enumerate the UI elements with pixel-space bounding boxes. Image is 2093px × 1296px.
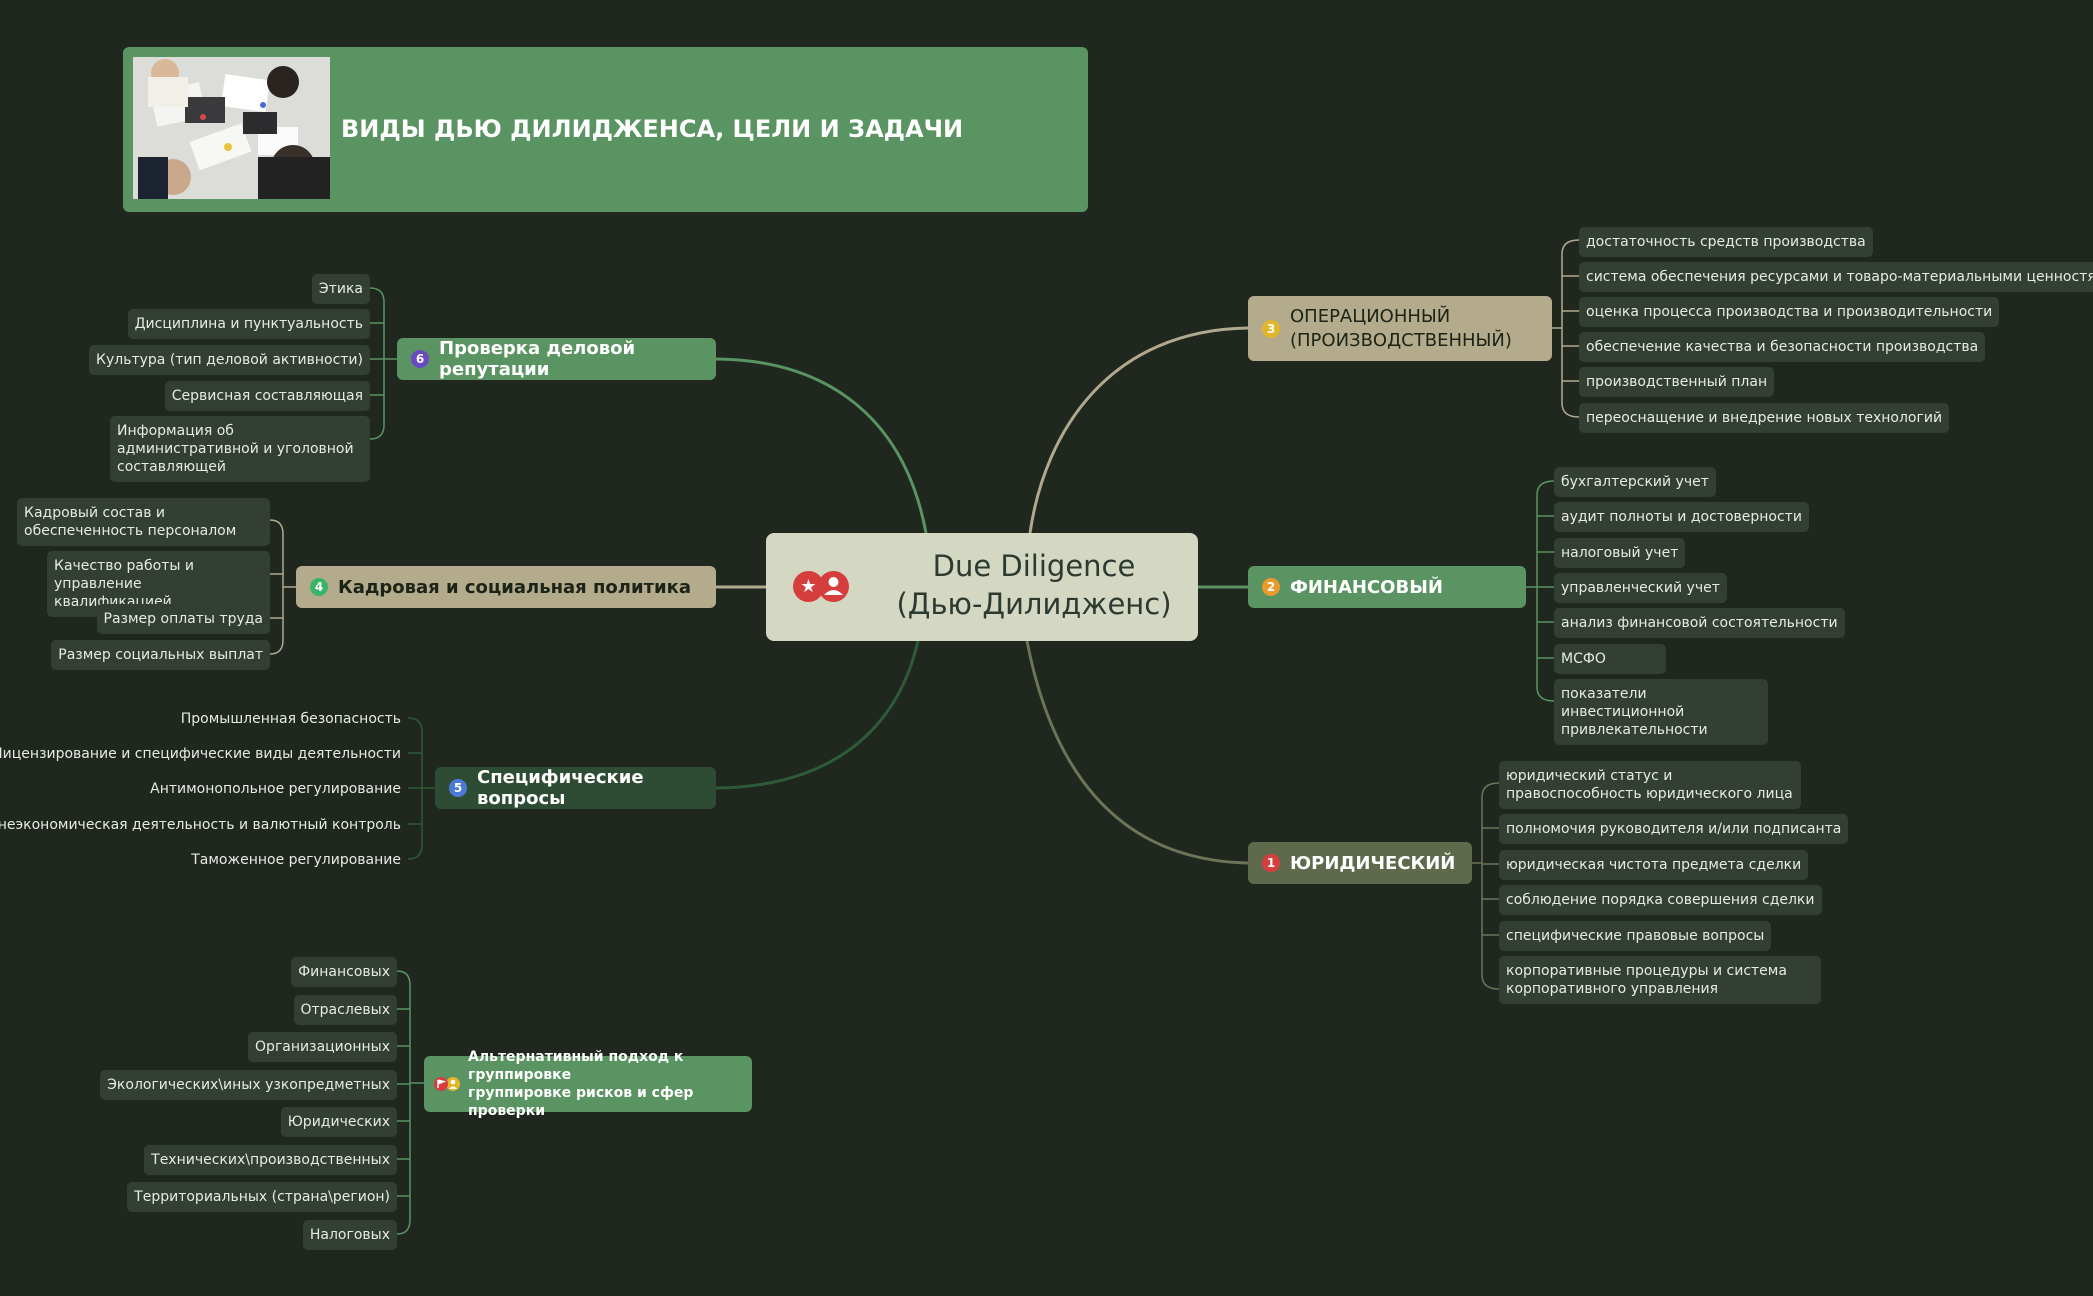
- leaf-item[interactable]: Промышленная безопасность: [180, 711, 401, 727]
- number-4-icon: 4: [310, 578, 328, 596]
- branch-operational-line2: (ПРОИЗВОДСТВЕННЫЙ): [1290, 329, 1512, 351]
- leaf-item[interactable]: специфические правовые вопросы: [1499, 921, 1772, 951]
- leaf-item[interactable]: налоговый учет: [1554, 538, 1686, 568]
- leaf-item[interactable]: система обеспечения ресурсами и товаро-м…: [1579, 262, 2093, 292]
- branch-reputation[interactable]: 6 Проверка деловой репутации: [397, 338, 716, 380]
- branch-reputation-label: Проверка деловой репутации: [439, 338, 636, 380]
- branch-legal[interactable]: 1 ЮРИДИЧЕСКИЙ: [1248, 842, 1472, 884]
- number-3-icon: 3: [1262, 319, 1280, 338]
- leaf-item[interactable]: Культура (тип деловой активности): [89, 345, 370, 375]
- leaf-item[interactable]: Таможенное регулирование: [191, 852, 401, 868]
- branch-alternative[interactable]: Альтернативный подход к группировке груп…: [424, 1049, 752, 1119]
- branch-alternative-icons: [434, 1077, 460, 1091]
- leaf-item[interactable]: юридический статус и правоспособность юр…: [1499, 761, 1801, 809]
- number-2-icon: 2: [1262, 578, 1280, 596]
- leaf-item[interactable]: Налоговых: [302, 1220, 397, 1250]
- leaf-item[interactable]: переоснащение и внедрение новых технолог…: [1579, 403, 1950, 433]
- branch-hr-label: Кадровая и социальная политика: [338, 576, 692, 598]
- leaf-item[interactable]: бухгалтерский учет: [1554, 467, 1716, 497]
- leaf-item[interactable]: соблюдение порядка совершения сделки: [1499, 885, 1822, 915]
- leaf-item[interactable]: полномочия руководителя и/или подписанта: [1499, 814, 1849, 844]
- page-title: ВИДЫ ДЬЮ ДИЛИДЖЕНСА, ЦЕЛИ И ЗАДАЧИ: [341, 115, 964, 143]
- leaf-item[interactable]: оценка процесса производства и производи…: [1579, 297, 2000, 327]
- leaf-item[interactable]: Территориальных (страна\регион): [127, 1182, 397, 1212]
- leaf-item[interactable]: достаточность средств производства: [1579, 227, 1873, 257]
- leaf-item[interactable]: Юридических: [280, 1107, 397, 1137]
- branch-alternative-label: Альтернативный подход к группировке груп…: [468, 1048, 752, 1120]
- title-photo: [133, 57, 330, 199]
- office-photo-icon: [133, 57, 330, 199]
- leaf-item[interactable]: Размер оплаты труда: [96, 604, 270, 634]
- root-title: Due Diligence (Дью-Дилидженс): [884, 547, 1184, 623]
- leaf-item[interactable]: Сервисная составляющая: [164, 381, 370, 411]
- number-1-icon: 1: [1262, 854, 1280, 872]
- leaf-item[interactable]: показатели инвестиционной привлекательно…: [1554, 679, 1768, 745]
- branch-operational-label: ОПЕРАЦИОННЫЙ (ПРОИЗВОДСТВЕННЫЙ): [1290, 305, 1512, 353]
- leaf-item[interactable]: Организационных: [248, 1032, 397, 1062]
- person-icon: [446, 1077, 460, 1091]
- people-icon: [818, 571, 849, 602]
- root-line1: Due Diligence: [932, 549, 1136, 583]
- leaf-item[interactable]: Кадровый состав и обеспеченность персона…: [17, 498, 270, 546]
- leaf-item[interactable]: Размер социальных выплат: [51, 640, 270, 670]
- leaf-item[interactable]: управленческий учет: [1554, 573, 1727, 603]
- star-icon: ★: [793, 571, 824, 602]
- leaf-item[interactable]: Дисциплина и пунктуальность: [127, 309, 370, 339]
- leaf-item[interactable]: Антимонопольное регулирование: [150, 781, 401, 797]
- leaf-item[interactable]: анализ финансовой состоятельности: [1554, 608, 1845, 638]
- flag-icon: [434, 1077, 448, 1091]
- leaf-item[interactable]: Лицензирование и специфические виды деят…: [0, 746, 401, 762]
- leaf-item[interactable]: Отраслевых: [293, 995, 397, 1025]
- leaf-item[interactable]: производственный план: [1579, 367, 1775, 397]
- leaf-item[interactable]: юридическая чистота предмета сделки: [1499, 850, 1809, 880]
- leaf-item[interactable]: корпоративные процедуры и система корпор…: [1499, 956, 1821, 1004]
- leaf-item[interactable]: Технических\производственных: [144, 1145, 397, 1175]
- number-6-icon: 6: [411, 350, 429, 368]
- leaf-item[interactable]: Информация об административной и уголовн…: [110, 416, 370, 482]
- leaf-item[interactable]: Финансовых: [291, 957, 397, 987]
- branch-financial[interactable]: 2 ФИНАНСОВЫЙ: [1248, 566, 1526, 608]
- branch-specific-label: Специфические вопросы: [477, 767, 644, 809]
- leaf-item[interactable]: Этика: [311, 274, 370, 304]
- leaf-item[interactable]: обеспечение качества и безопасности прои…: [1579, 332, 1986, 362]
- branch-legal-label: ЮРИДИЧЕСКИЙ: [1290, 852, 1456, 874]
- branch-hr[interactable]: 4 Кадровая и социальная политика: [296, 566, 716, 608]
- leaf-item[interactable]: Внешнеэкономическая деятельность и валют…: [0, 817, 401, 833]
- root-line2: (Дью-Дилидженс): [896, 587, 1172, 621]
- branch-alternative-line2: группировке рисков и сфер проверки: [468, 1085, 694, 1119]
- number-5-icon: 5: [449, 779, 467, 797]
- branch-alternative-line1: Альтернативный подход к группировке: [468, 1049, 684, 1083]
- leaf-item[interactable]: Экологических\иных узкопредметных: [100, 1070, 397, 1100]
- branch-operational-line1: ОПЕРАЦИОННЫЙ: [1290, 305, 1451, 327]
- title-card: ВИДЫ ДЬЮ ДИЛИДЖЕНСА, ЦЕЛИ И ЗАДАЧИ: [123, 47, 1088, 212]
- leaf-item[interactable]: МСФО: [1554, 644, 1666, 674]
- root-topic[interactable]: ★ Due Diligence (Дью-Дилидженс): [766, 533, 1198, 641]
- branch-financial-label: ФИНАНСОВЫЙ: [1290, 576, 1443, 598]
- branch-operational[interactable]: 3 ОПЕРАЦИОННЫЙ (ПРОИЗВОДСТВЕННЫЙ): [1248, 296, 1552, 361]
- leaf-item[interactable]: аудит полноты и достоверности: [1554, 502, 1809, 532]
- branch-specific[interactable]: 5 Специфические вопросы: [435, 767, 716, 809]
